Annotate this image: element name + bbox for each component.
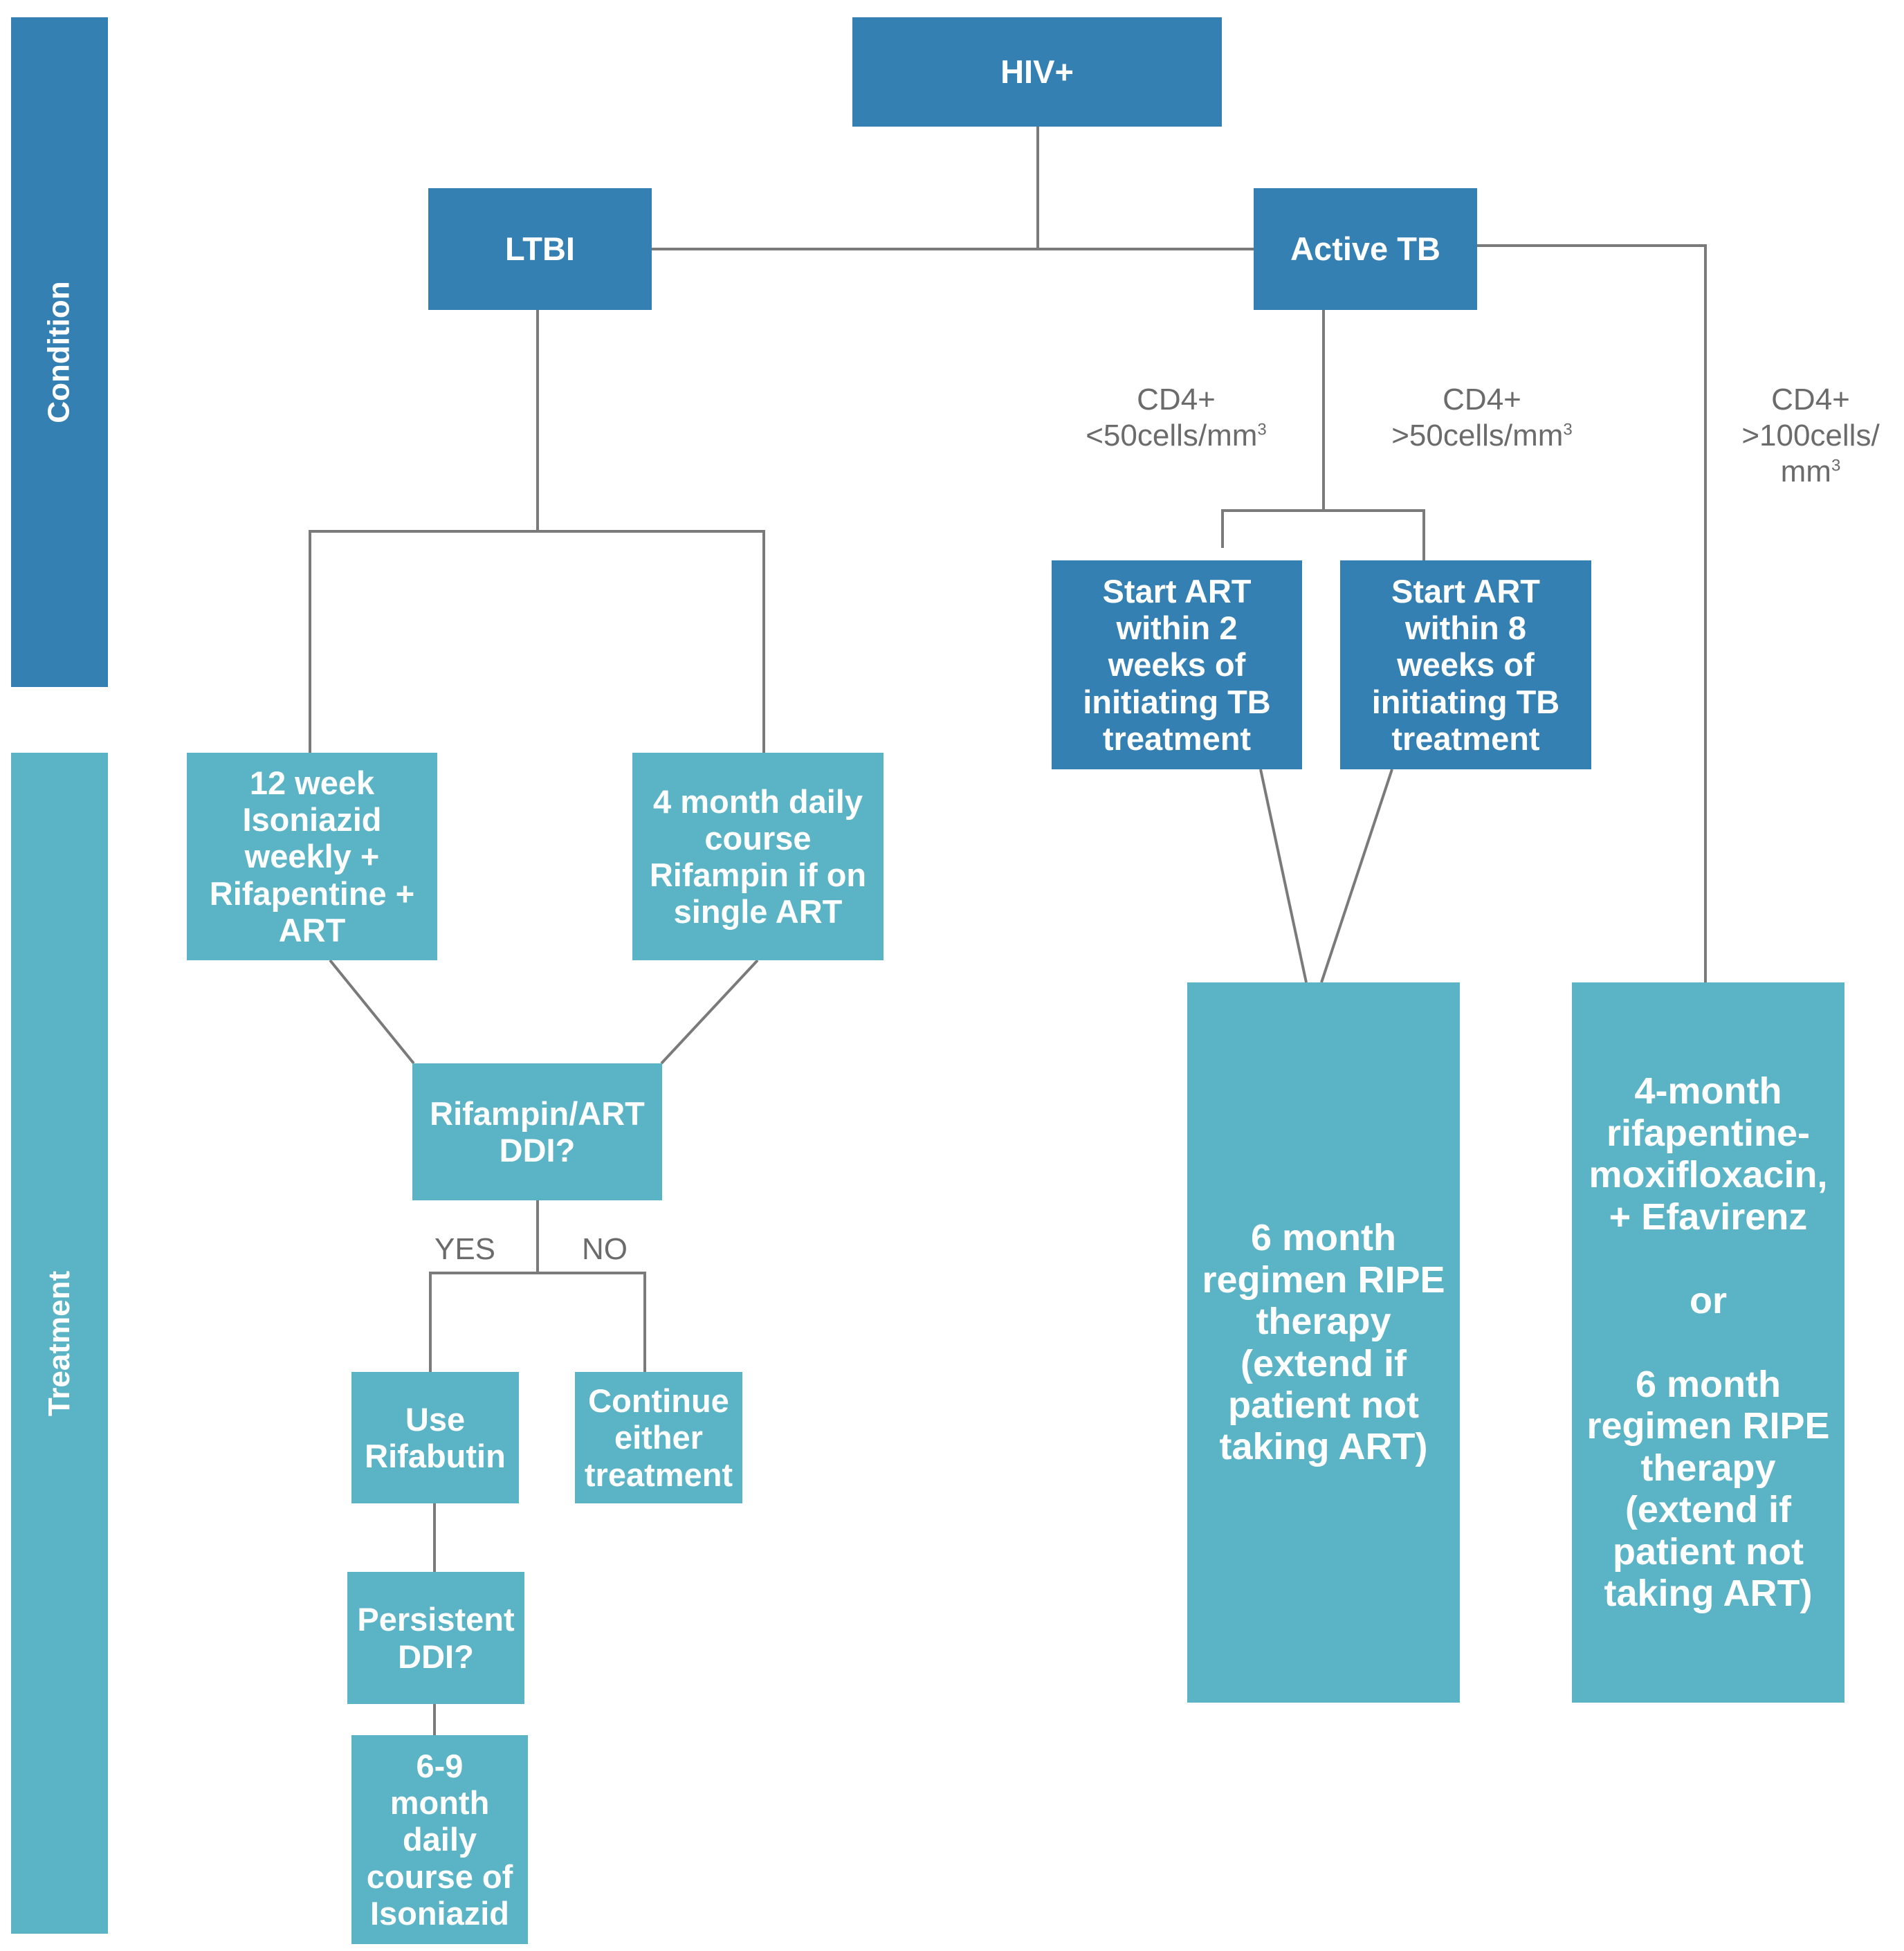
label-cd4-above-100: CD4+ >100cells/ mm3 — [1741, 383, 1880, 488]
label-yes: YES — [434, 1232, 496, 1266]
node-rifampin-art-ddi: Rifampin/ART DDI? — [412, 1063, 662, 1200]
condition-section-band: Condition — [11, 17, 108, 687]
node-continue-either-treatment: Continue either treatment — [575, 1372, 742, 1503]
node-6-9-month-isoniazid: 6-9 month daily course of Isoniazid — [351, 1735, 528, 1944]
edge-active-right — [1477, 244, 1707, 982]
label-no: NO — [582, 1232, 628, 1266]
label-cd4-below-50: CD4+ <50cells/mm3 — [1086, 383, 1267, 452]
edge-ltbi-split — [309, 530, 765, 753]
node-hiv-positive: HIV+ — [852, 17, 1222, 127]
condition-section-label: Condition — [42, 281, 77, 423]
node-active-tb: Active TB — [1254, 188, 1477, 310]
node-ltbi: LTBI — [428, 188, 652, 310]
edge-4mo-ddi — [660, 959, 759, 1065]
edge-active-split — [1221, 509, 1425, 560]
treatment-section-band: Treatment — [11, 753, 108, 1934]
label-cd4-above-50: CD4+ >50cells/mm3 — [1391, 383, 1573, 452]
node-rifapentine-moxifloxacin-or-ripe: 4-month rifapentine- moxifloxacin, + Efa… — [1572, 982, 1844, 1703]
edge-ddi-split — [429, 1272, 646, 1372]
node-start-art-8-weeks: Start ART within 8 weeks of initiating T… — [1340, 560, 1591, 769]
treatment-section-label: Treatment — [42, 1270, 77, 1416]
node-persistent-ddi: Persistent DDI? — [347, 1572, 524, 1704]
node-12-week-isoniazid: 12 week Isoniazid weekly + Rifapentine +… — [187, 753, 437, 960]
node-4-month-rifampin: 4 month daily course Rifampin if on sing… — [632, 753, 884, 960]
node-use-rifabutin: Use Rifabutin — [351, 1372, 519, 1503]
node-6-month-ripe-therapy: 6 month regimen RIPE therapy (extend if … — [1187, 982, 1460, 1703]
edge-12wk-ddi — [329, 959, 415, 1065]
node-start-art-2-weeks: Start ART within 2 weeks of initiating T… — [1052, 560, 1302, 769]
edge-art2-ripe — [1259, 769, 1308, 983]
edge-art8-ripe — [1320, 769, 1393, 983]
